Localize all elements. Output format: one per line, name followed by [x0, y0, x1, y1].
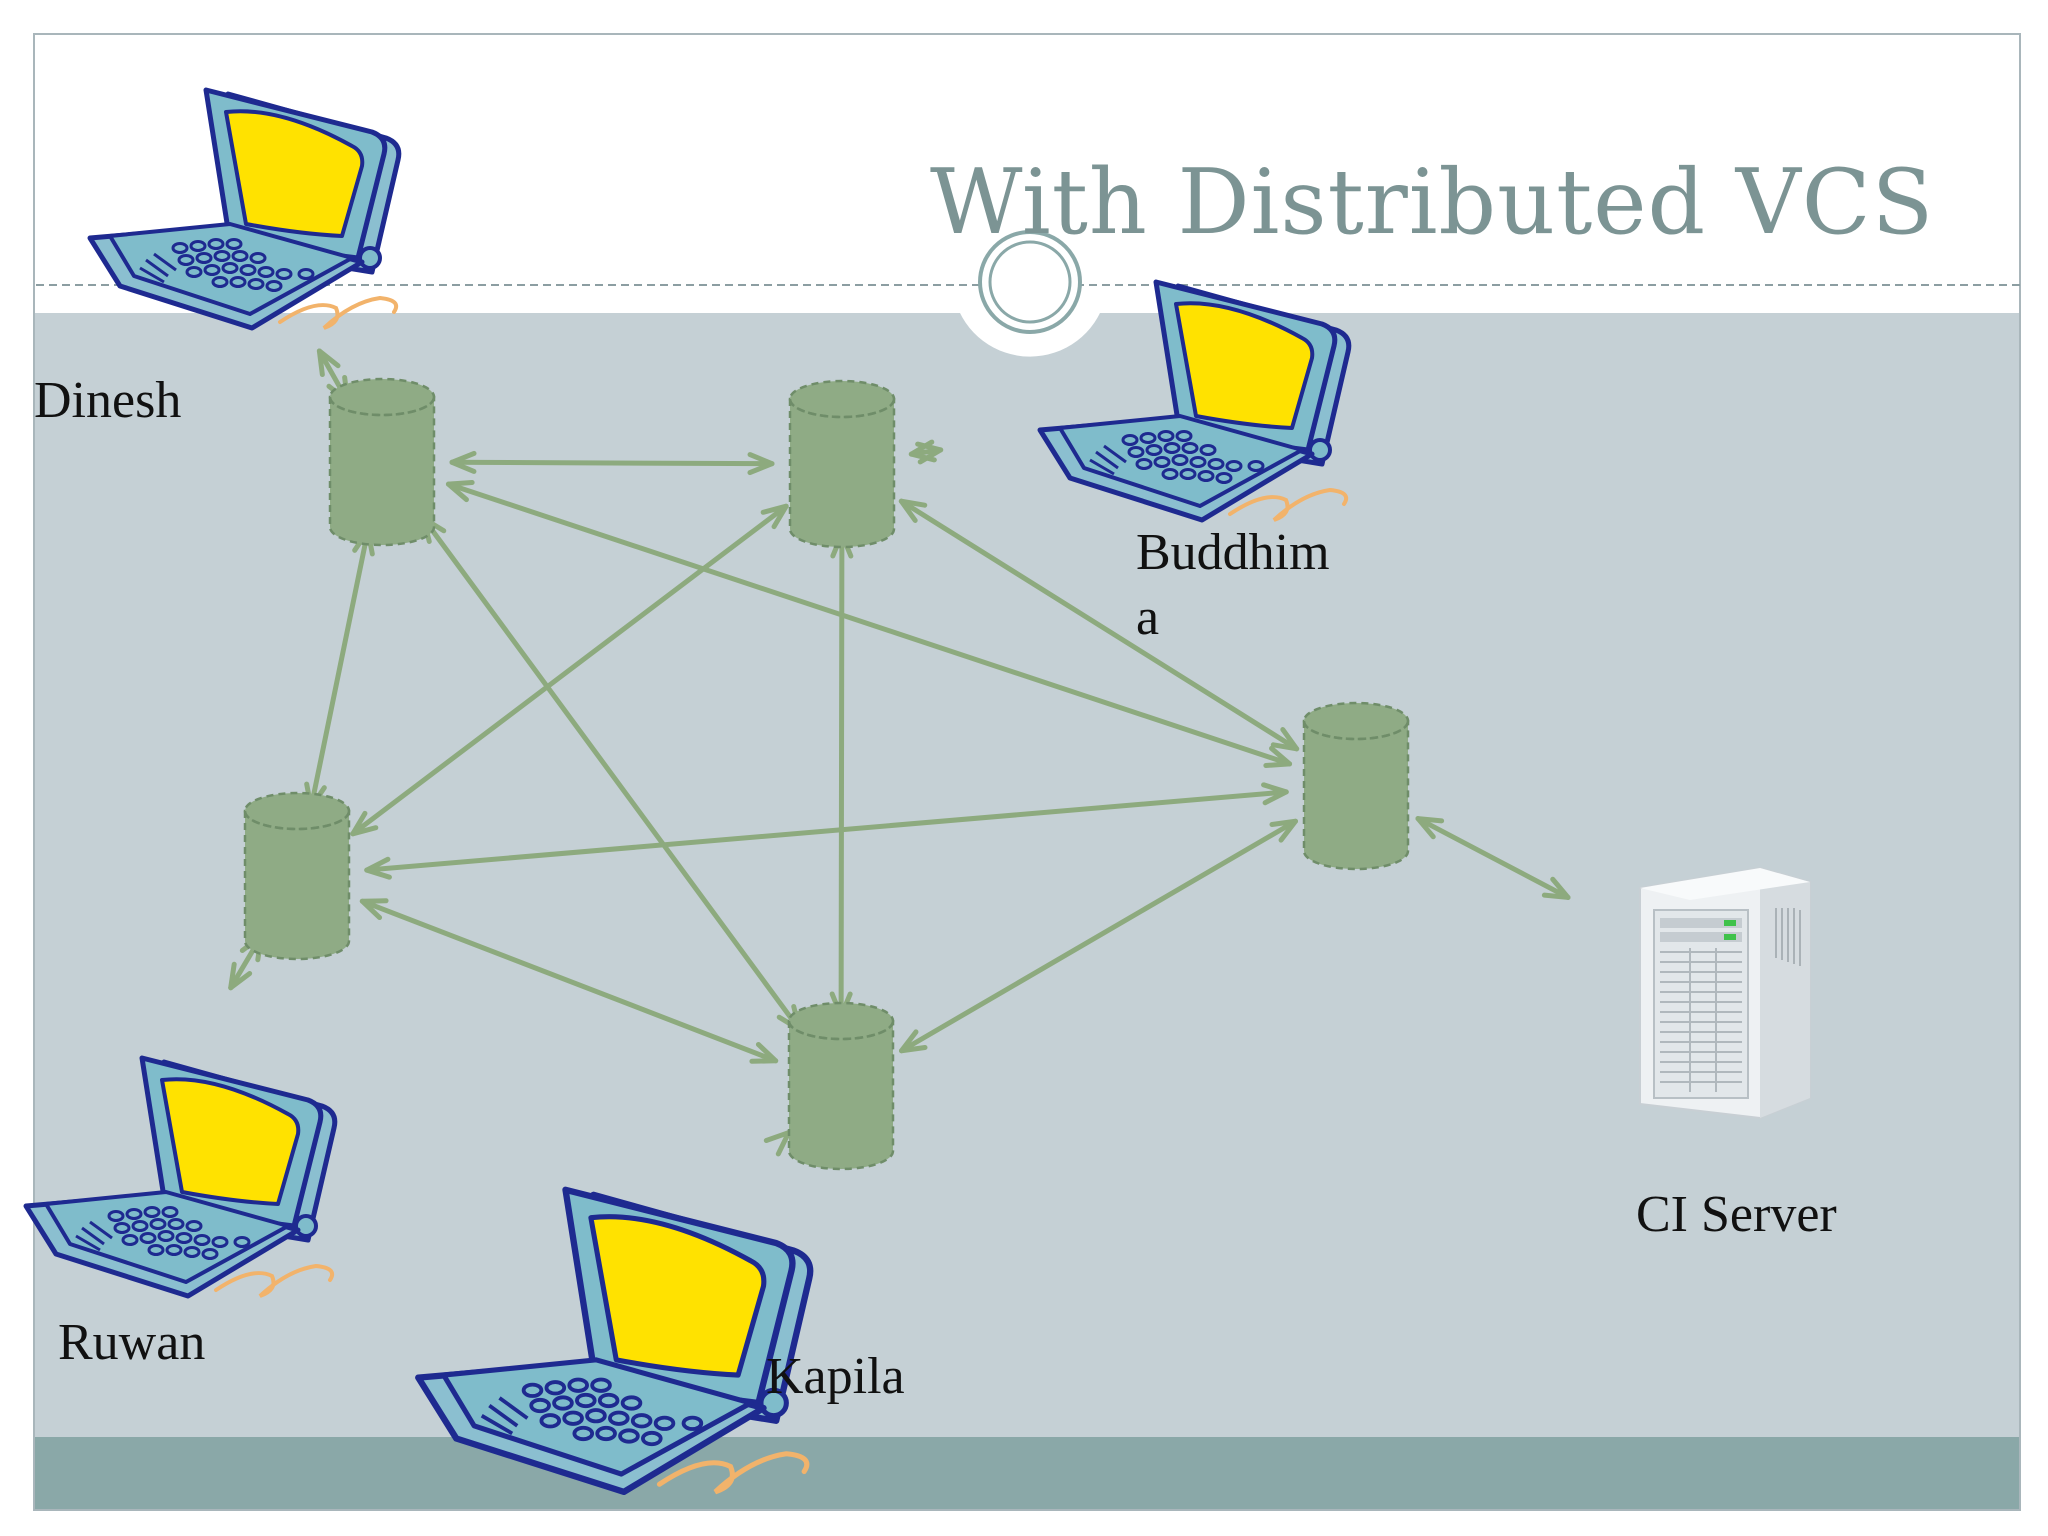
arrow-repo-ruwan-to-repo-central-right: [364, 782, 1289, 880]
arrow-repo-dinesh-to-repo-central-right: [445, 479, 1293, 769]
label-ci-server: CI Server: [1636, 1186, 1837, 1243]
repository-buddhima-cylinder: [788, 379, 896, 549]
ci-server-icon: [1639, 867, 1811, 1119]
slide-title: With Distributed VCS: [930, 150, 1935, 255]
label-dinesh: Dinesh: [34, 372, 182, 429]
repository-dinesh-cylinder: [328, 377, 436, 547]
repository-central-right-cylinder: [1302, 701, 1410, 871]
arrow-repo-central-right-to-ci-server: [1415, 816, 1571, 900]
arrow-repo-buddhima-to-repo-central-right: [898, 498, 1300, 752]
label-kapila: Kapila: [766, 1348, 905, 1405]
arrow-laptop-buddhima-to-repo-buddhima: [908, 439, 944, 465]
repositories: [243, 377, 1410, 1171]
repository-kapila-cylinder: [787, 1001, 895, 1171]
arrow-repo-dinesh-to-repo-buddhima: [449, 450, 775, 476]
arrow-repo-buddhima-to-repo-ruwan: [350, 503, 789, 837]
arrow-repo-kapila-to-repo-central-right: [898, 818, 1299, 1054]
divider-ring-inner: [988, 240, 1072, 324]
label-ruwan: Ruwan: [58, 1314, 206, 1371]
repository-ruwan-cylinder: [243, 791, 351, 961]
slide-frame: [33, 33, 2021, 1511]
footer-band: [35, 1437, 2020, 1510]
label-buddhima-line1: Buddhim: [1136, 524, 1330, 581]
label-buddhima-line2: a: [1136, 589, 1160, 646]
arrow-repo-ruwan-to-repo-kapila: [359, 898, 779, 1064]
